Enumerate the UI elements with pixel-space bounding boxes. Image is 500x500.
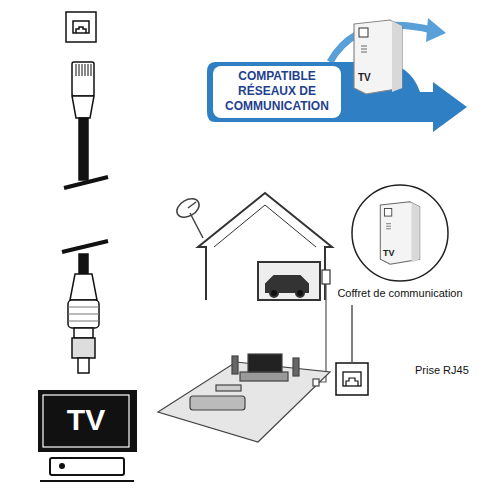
coax-plug [79,254,88,274]
satellite-dish [188,202,196,208]
living-room [313,379,319,386]
rj45-plug [64,62,108,188]
living-room [190,396,245,410]
house [258,262,320,300]
tv-screen: TV [38,390,137,452]
house [214,205,316,247]
device-drawing [386,224,391,229]
rj45-plug [72,62,94,96]
rj45-socket-icon [336,363,368,395]
rj45-plug [64,177,108,188]
rj45-plug [79,118,88,180]
banner: COMPATIBLE RÉSEAUX DE COMMUNICATION [205,52,470,130]
device-drawing [384,208,391,216]
communication-box: TV [377,200,423,266]
satellite-dish [174,195,203,221]
callout-circle: Coffret de communication TV [330,183,473,305]
rj45-plug [72,96,94,118]
set-top-box [40,480,134,482]
wire [319,284,326,382]
rj45-socket-icon [346,378,358,386]
banner-shape [213,66,341,118]
set-top-box [40,458,134,481]
device-drawing [410,202,420,263]
device-drawing [359,28,368,37]
coax-plug [62,241,108,373]
rj45-plug [76,64,91,76]
wall-plate-icon [73,21,89,33]
house [270,289,278,297]
node-text: Coffret de communication [330,287,470,299]
coax-plug [68,300,99,328]
coax-plug [78,358,89,373]
network-device: TV [350,18,406,96]
satellite-dish [190,213,203,238]
rj45-socket: Prise RJ45 [335,362,475,398]
coax-plug [70,274,97,300]
connector-line [351,305,353,362]
node-text: TV [383,248,395,258]
coax-plug [74,328,93,338]
coax-plug [68,307,99,321]
device-drawing [380,202,419,265]
living-room [158,354,330,442]
node-text: Prise RJ45 [415,364,469,376]
coax-plug [72,338,95,358]
set-top-box [60,464,64,468]
device-drawing [354,20,402,94]
house [296,289,304,297]
living-room [216,385,241,391]
house [322,270,330,284]
wall-plate-icon [66,12,96,42]
set-top-box [50,458,124,475]
living-room [248,354,282,372]
node-text: TV [38,402,134,438]
wall-plate-icon [76,27,86,33]
node-text: TV [358,72,371,83]
banner-shape [207,62,467,132]
coax-plug [62,241,108,252]
rj45-socket-icon [343,372,361,386]
living-room [232,356,238,374]
living-room [293,358,299,376]
device-drawing [361,46,367,52]
satellite-dish [174,195,203,238]
living-room [158,362,330,442]
house [198,193,332,300]
node-text: COMPATIBLE RÉSEAUX DE COMMUNICATION [217,69,337,114]
wire [319,284,326,382]
callout-circle-shape [352,185,448,281]
device-drawing [350,18,406,96]
wall-plate-icon [66,12,96,42]
living-room [240,372,288,381]
device-drawing [390,20,402,92]
house [198,193,332,300]
banner-arrow-arc [426,18,446,42]
